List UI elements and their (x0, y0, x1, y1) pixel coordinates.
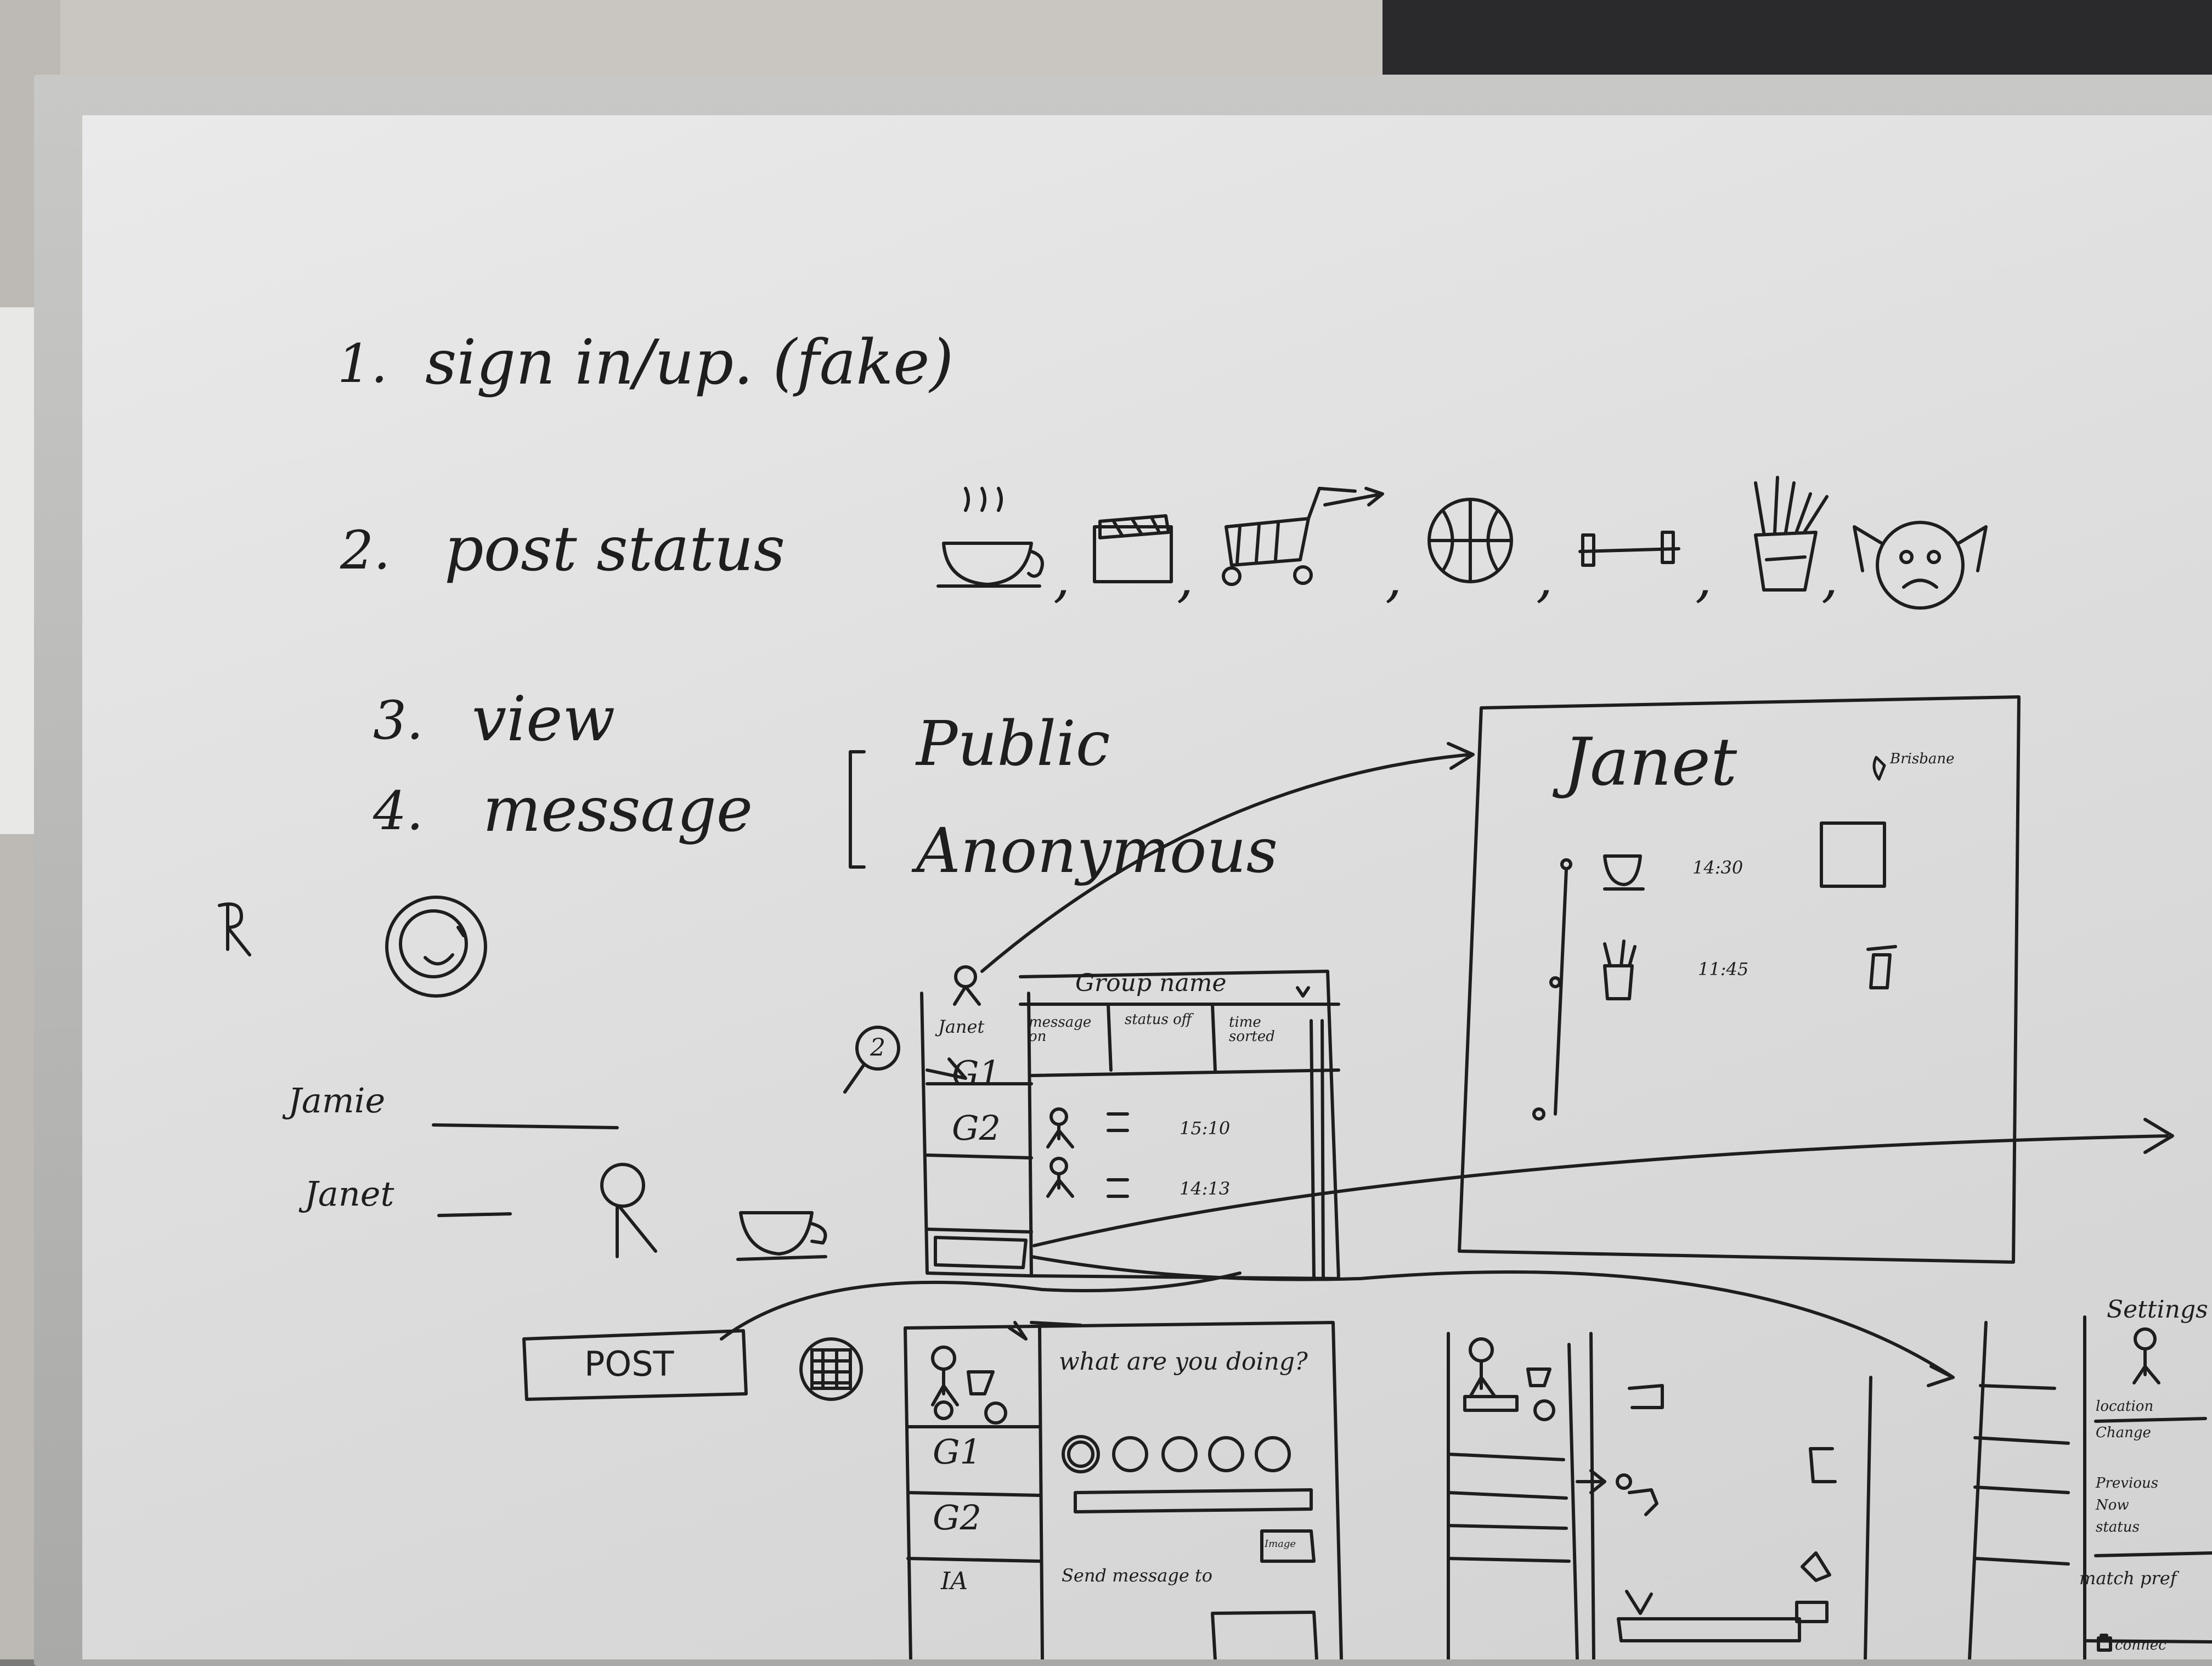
step-4-text: message (483, 774, 753, 846)
profile-card-time-2: 11:45 (1698, 959, 1749, 980)
settings-sketch (1968, 1315, 2212, 1659)
message-option-anonymous: Anonymous (916, 815, 1278, 887)
post-button: POST (584, 1344, 674, 1384)
arrow-from-post (720, 1271, 1242, 1341)
clapperboard-icon (1093, 514, 1173, 583)
status-separator: , (1385, 547, 1402, 609)
step-4-number: 4. (373, 780, 424, 842)
status-separator: , (1821, 547, 1838, 609)
post-sketch-g1: G1 (933, 1432, 981, 1472)
post-sketch-g2: G2 (933, 1498, 981, 1538)
notification-count: 2 (870, 1034, 885, 1062)
calendar-icon (799, 1337, 863, 1401)
settings-previous-2: Now (2096, 1497, 2129, 1513)
arrow-right-2 (1030, 1255, 1955, 1379)
step-2-number: 2. (340, 520, 391, 581)
timeline-sketch (1447, 1332, 1872, 1659)
profile-card-location: Brisbane (1890, 751, 1955, 767)
settings-previous-3: status (2096, 1519, 2140, 1535)
status-separator: , (1053, 547, 1070, 609)
person-icon-large (600, 1163, 657, 1258)
name-jamie: Jamie (288, 1080, 386, 1121)
post-sketch (904, 1321, 1343, 1659)
group-sketch-header: Group name (1075, 969, 1227, 997)
group-sketch-g2: G2 (952, 1108, 1001, 1148)
coffee-cup-icon (936, 487, 1044, 588)
group-sketch-time-1: 15:10 (1180, 1118, 1231, 1139)
name-line-2 (437, 1212, 512, 1217)
fries-icon (1754, 476, 1829, 592)
name-janet: Janet (304, 1174, 394, 1214)
step-1-number: 1. (337, 333, 388, 395)
group-sketch (920, 965, 1340, 1280)
settings-title: Settings (2107, 1296, 2208, 1324)
sad-dog-icon (1853, 521, 1988, 610)
coffee-cup-icon-small (736, 1211, 827, 1261)
group-sketch-time-2: 14:13 (1180, 1178, 1231, 1199)
post-sketch-ia: IA (941, 1567, 968, 1595)
status-separator: , (1177, 547, 1194, 609)
settings-previous-1: Previous (2096, 1475, 2159, 1491)
arrow-right-1 (1032, 1134, 2169, 1247)
status-separator: , (1536, 547, 1553, 609)
person-icon (218, 902, 251, 956)
group-sketch-tab-1: message on (1029, 1014, 1092, 1045)
profile-card (1458, 695, 2021, 1264)
arrow-to-profile (980, 753, 1472, 973)
notification-bubble (855, 1026, 900, 1071)
step-3-text: view (472, 684, 616, 755)
profile-card-name: Janet (1564, 724, 1737, 801)
post-sketch-prompt: what are you doing? (1059, 1348, 1308, 1376)
settings-location: location (2096, 1398, 2154, 1415)
step-1-text: sign in/up. (fake) (425, 327, 954, 398)
step-2-text: post status (444, 514, 786, 585)
status-separator: , (1695, 547, 1712, 609)
shopping-cart-icon (1222, 487, 1384, 586)
group-sketch-g1: G1 (952, 1053, 1001, 1093)
message-option-public: Public (916, 708, 1110, 780)
dumbbell-icon (1578, 531, 1680, 567)
settings-change: Change (2096, 1425, 2151, 1441)
post-sketch-image-button: Image (1265, 1538, 1296, 1550)
step-3-number: 3. (373, 690, 424, 751)
basketball-icon (1427, 498, 1513, 583)
bracket (849, 750, 866, 869)
settings-connect: connec (2115, 1637, 2166, 1653)
group-sketch-user: Janet (938, 1016, 985, 1037)
name-line-1 (432, 1123, 619, 1129)
post-sketch-send-label: Send message to (1062, 1565, 1213, 1586)
smiley-icon (385, 896, 487, 998)
settings-match: match pref (2079, 1568, 2177, 1589)
post-button-outline (522, 1329, 748, 1401)
group-sketch-tab-3: time sorted (1229, 1014, 1275, 1045)
profile-card-time-1: 14:30 (1692, 857, 1743, 878)
group-sketch-tab-2: status off (1125, 1011, 1192, 1028)
